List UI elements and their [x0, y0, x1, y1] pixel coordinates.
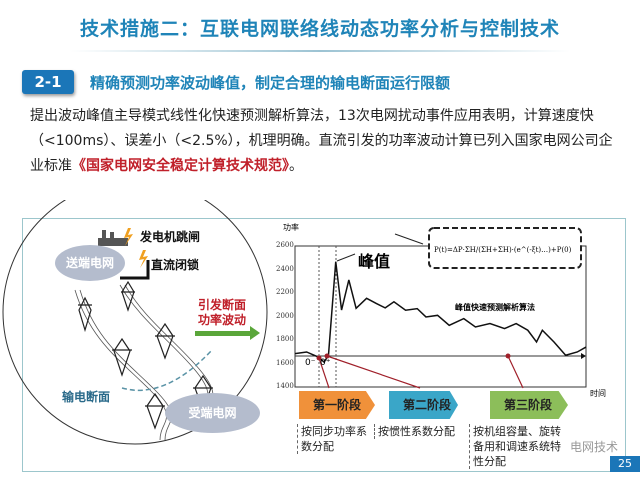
tower-icons [78, 280, 213, 430]
stage-leader-lines [318, 355, 524, 389]
body-paragraph: 提出波动峰值主导模式线性化快速预测解析算法，13次电网扰动事件应用表明，计算速度… [30, 104, 620, 179]
sending-grid-cloud: 送端电网 [55, 245, 125, 281]
stage3-marker [505, 353, 511, 359]
baseline-arrow [581, 353, 586, 359]
y-tick-label: 2200 [276, 288, 294, 296]
stage-1-desc: 按同步功率系数分配 [297, 424, 371, 454]
section-title: 精确预测功率波动峰值，制定合理的输电断面运行限额 [90, 74, 451, 92]
peak-pointer [336, 253, 356, 262]
y-tick-label: 2000 [276, 311, 294, 320]
title-divider [70, 50, 570, 52]
y-tick-label: 2400 [276, 264, 294, 273]
y-axis-label: 功率 [283, 223, 299, 232]
standard-name: 《国家电网安全稳定计算技术规范》 [72, 158, 289, 174]
arrow-shaft [195, 331, 250, 336]
region-circle [2, 200, 268, 445]
cause-line2: 功率波动 [198, 313, 247, 327]
section-label: 输电断面 [62, 390, 111, 404]
lightning-icon [139, 250, 148, 268]
x-axis-label: 时间 [590, 389, 606, 398]
cause-label: 引发断面功率波动 [198, 298, 246, 328]
t0-minus-label: 0⁻ [305, 358, 316, 368]
y-tick-label: 2600 [276, 241, 294, 249]
power-chart: P(t)=ΔP·ΣH/(ΣH+ΣH)·(e^(-ξt)…)+P(0) [294, 227, 587, 389]
stage-3-desc: 按机组容量、旋转备用和调速系统特性分配 [469, 424, 565, 469]
y-tick-label: 1400 [276, 382, 294, 390]
dc-block-label: 直流闭锁 [151, 258, 200, 272]
cause-line1: 引发断面 [198, 298, 247, 312]
stage2-marker [324, 353, 330, 359]
slide-title: 技术措施二：互联电网联络线动态功率分析与控制技术 [79, 18, 560, 40]
plant-icon [98, 230, 128, 246]
stage-3-arrow: 第三阶段 [490, 391, 568, 419]
peak-arrow-line [394, 233, 424, 245]
stage-1-arrow: 第一阶段 [299, 391, 375, 419]
watermark: 电网技术 [570, 440, 619, 454]
generator-trip-label: 发电机跳闸 [140, 230, 201, 244]
page-number: 25 [610, 456, 640, 472]
section-badge: 2-1 [22, 70, 74, 94]
power-series-line [294, 261, 587, 364]
y-tick-label: 1800 [276, 335, 294, 343]
bracket-line [120, 260, 150, 280]
stage1-marker [316, 355, 322, 361]
figure-frame [22, 218, 626, 472]
paragraph-text: 提出波动峰值主导模式线性化快速预测解析算法，13次电网扰动事件应用表明，计算速度… [30, 108, 613, 174]
paragraph-end: 。 [289, 158, 303, 174]
formula-caption: 峰值快速预测解析算法 [455, 303, 535, 312]
formula: P(t)=ΔP·ΣH/(ΣH+ΣH)·(e^(-ξt)…)+P(0) [434, 246, 572, 254]
section-dashed-line [121, 349, 213, 392]
stage-2-desc: 按惯性系数分配 [374, 424, 466, 439]
lightning-icon [124, 228, 133, 246]
t0-plus-label: 0⁺ [320, 358, 331, 368]
y-tick-label: 1600 [276, 358, 294, 367]
arrow-head [250, 326, 260, 340]
receiving-grid-cloud: 受端电网 [165, 393, 260, 433]
peak-label: 峰值 [358, 252, 391, 271]
stage-2-arrow: 第二阶段 [389, 391, 458, 419]
formula-box [428, 227, 582, 269]
